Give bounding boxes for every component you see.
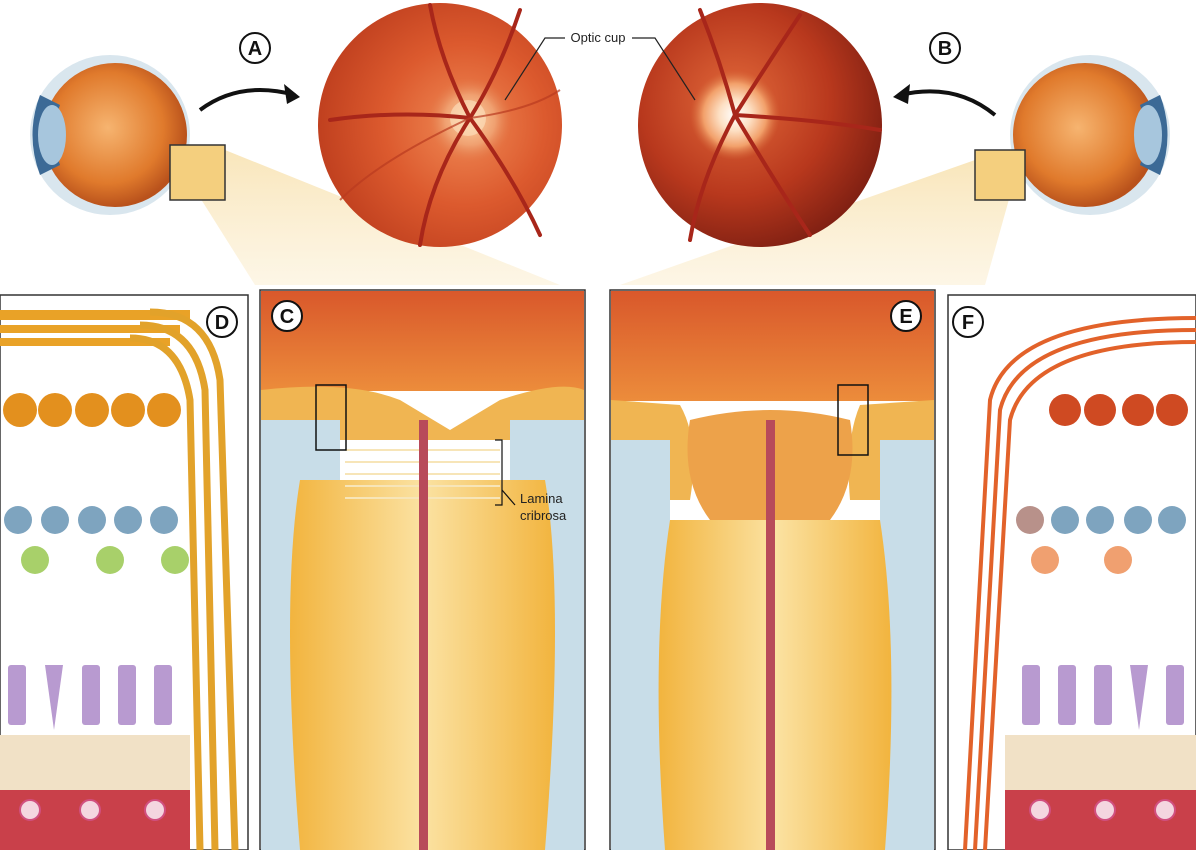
svg-text:B: B <box>938 38 952 60</box>
svg-text:F: F <box>962 312 974 334</box>
svg-text:Optic cup: Optic cup <box>571 30 626 45</box>
panel-label-b: B <box>930 33 960 63</box>
panel-c-nerve-healthy: Lamina cribrosa C <box>260 290 585 850</box>
svg-text:Lamina: Lamina <box>520 491 563 506</box>
arrowhead-right <box>893 84 910 104</box>
svg-text:D: D <box>215 312 229 334</box>
fundus-healthy <box>318 3 562 247</box>
panel-d-retina-healthy: D <box>0 295 248 850</box>
left-eye-icon <box>30 55 225 215</box>
fundus-glaucoma <box>638 3 882 247</box>
svg-text:A: A <box>248 38 262 60</box>
panel-f-retina-glaucoma: F <box>948 295 1196 850</box>
panel-label-a: A <box>240 33 270 63</box>
svg-text:C: C <box>280 306 294 328</box>
right-eye-icon <box>975 55 1170 215</box>
arrowhead-left <box>284 84 300 104</box>
svg-text:E: E <box>899 306 912 328</box>
curved-arrow-icon-left <box>200 90 295 110</box>
svg-text:cribrosa: cribrosa <box>520 508 567 523</box>
curved-arrow-icon-right <box>900 91 995 115</box>
panel-e-nerve-glaucoma: E <box>610 290 935 850</box>
